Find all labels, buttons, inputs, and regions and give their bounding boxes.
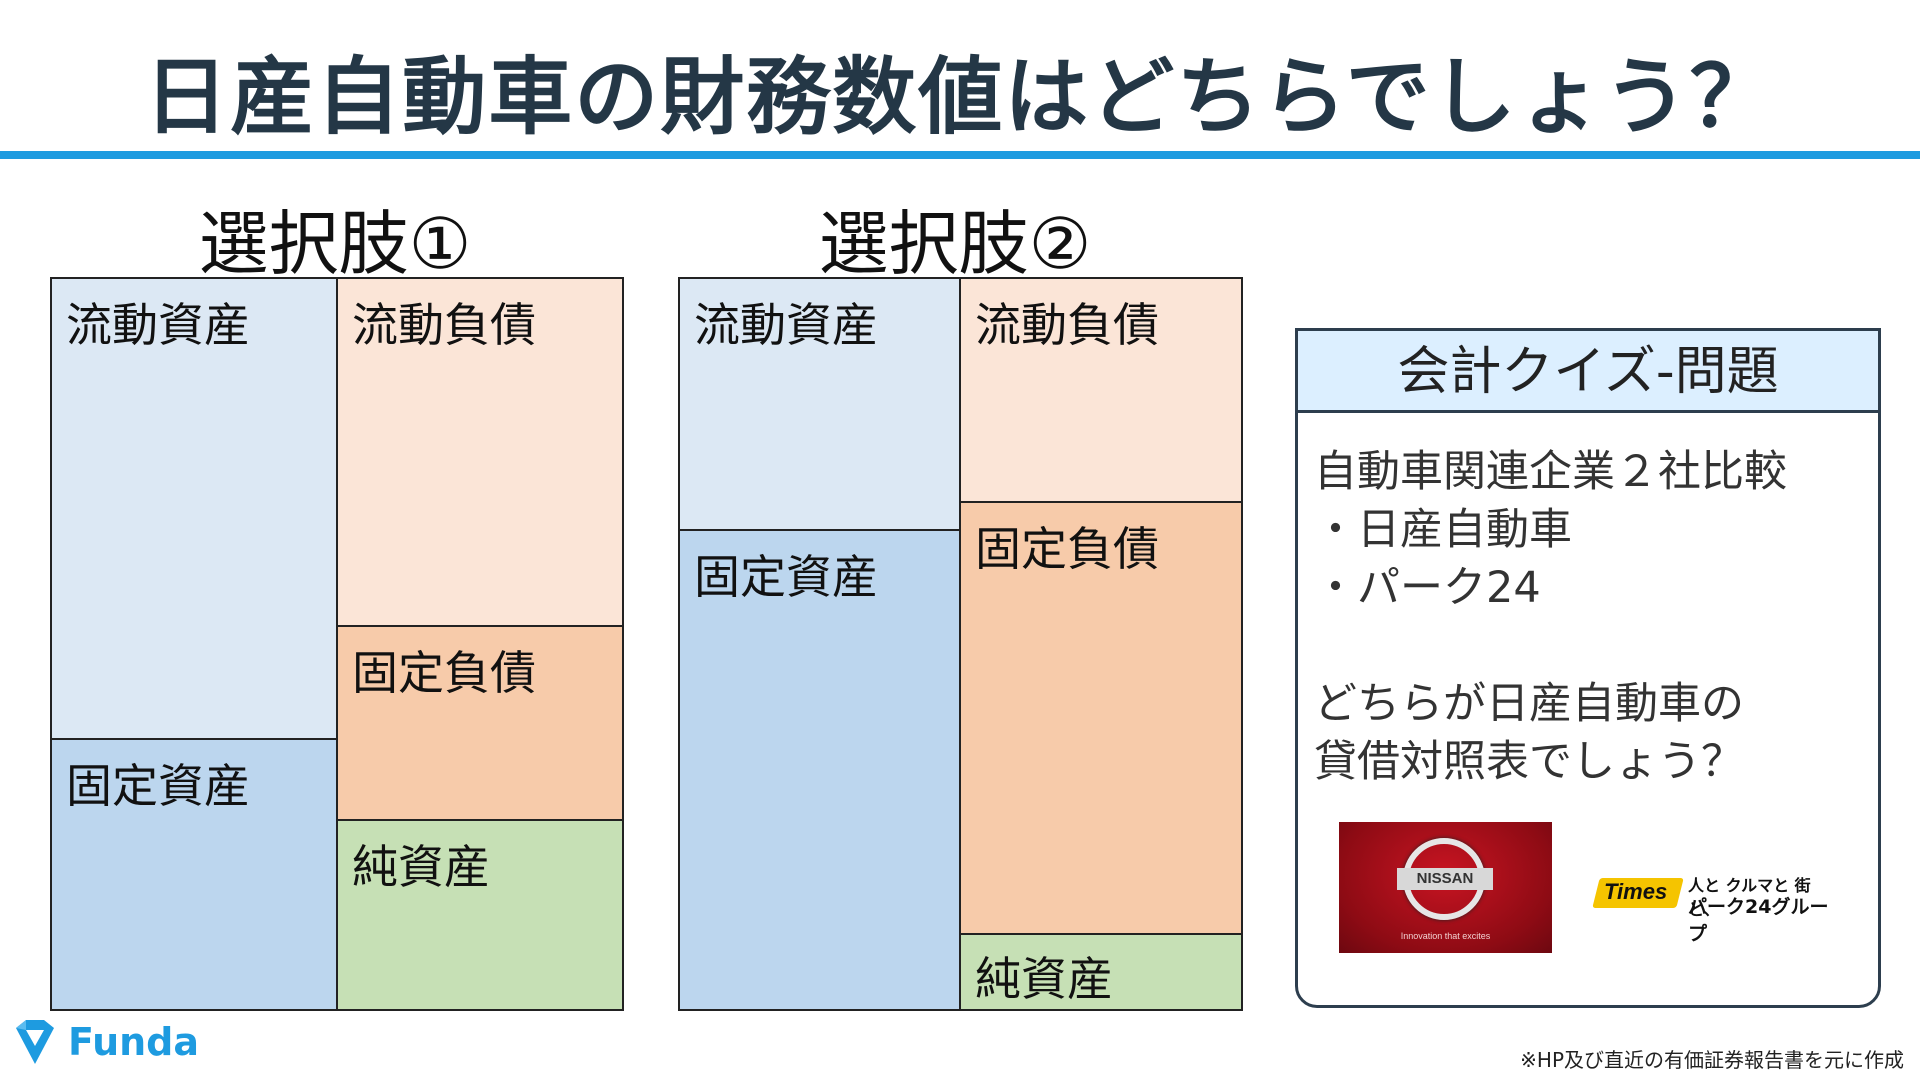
quiz-line: ・日産自動車 [1314,505,1572,555]
option-1-label: 選択肢① [198,203,472,285]
quiz-question-line: どちらが日産自動車の [1314,679,1744,729]
times-tagline: 人と クルマと 街と、 [1688,876,1811,919]
cell-label: 流動資産 [66,298,250,352]
option-1-current-assets: 流動資産 [50,277,338,740]
nissan-wordmark: NISSAN [1397,868,1493,890]
spacer [1314,617,1868,675]
option-2-net-assets: 純資産 [959,933,1243,1011]
times-wordmark: Times [1604,879,1668,904]
option-2-fixed-liabilities: 固定負債 [959,501,1243,937]
option-1-balance-sheet: 流動資産 固定資産 流動負債 固定負債 純資産 [50,277,624,1011]
option-1-net-assets: 純資産 [336,819,624,1011]
cell-label: 固定負債 [975,522,1159,576]
cell-label: 固定資産 [694,550,878,604]
quiz-question-line: 貸借対照表でしょう？ [1314,737,1744,787]
times-group-name: パーク24グループ [1688,896,1829,945]
cell-label: 固定資産 [66,759,250,813]
nissan-tagline: Innovation that excites [1400,931,1491,941]
cell-label: 純資産 [352,840,490,894]
quiz-body: 自動車関連企業２社比較 ・日産自動車 ・パーク24 どちらが日産自動車の 貸借対… [1314,443,1868,791]
cell-label: 流動負債 [352,298,536,352]
quiz-header: 会計クイズ-問題 [1298,331,1878,413]
option-2-label: 選択肢② [818,203,1092,285]
page-title: 日産自動車の財務数値はどちらでしょう？ [144,48,1776,146]
cell-label: 純資産 [975,952,1113,1006]
option-2-fixed-assets: 固定資産 [678,529,961,1011]
cell-label: 流動資産 [694,298,878,352]
diamond-icon [16,1020,54,1064]
option-2-balance-sheet: 流動資産 固定資産 流動負債 固定負債 純資産 [678,277,1243,1011]
option-1-current-liabilities: 流動負債 [336,277,624,627]
option-2-current-assets: 流動資産 [678,277,961,531]
cell-label: 固定負債 [352,646,536,700]
quiz-line: 自動車関連企業２社比較 [1314,447,1787,497]
option-1-fixed-liabilities: 固定負債 [336,625,624,821]
cell-label: 流動負債 [975,298,1159,352]
times-logo: Times 人と クルマと 街と、 パーク24グループ [1592,870,1842,945]
option-2-current-liabilities: 流動負債 [959,277,1243,503]
funda-brand-name: Funda [68,1020,200,1064]
option-1-fixed-assets: 固定資産 [50,738,338,1011]
quiz-line: ・パーク24 [1314,563,1541,613]
title-underline [0,151,1920,159]
source-footnote: ※HP及び直近の有価証券報告書を元に作成 [1520,1048,1904,1072]
nissan-logo: NISSAN Innovation that excites [1339,822,1552,953]
